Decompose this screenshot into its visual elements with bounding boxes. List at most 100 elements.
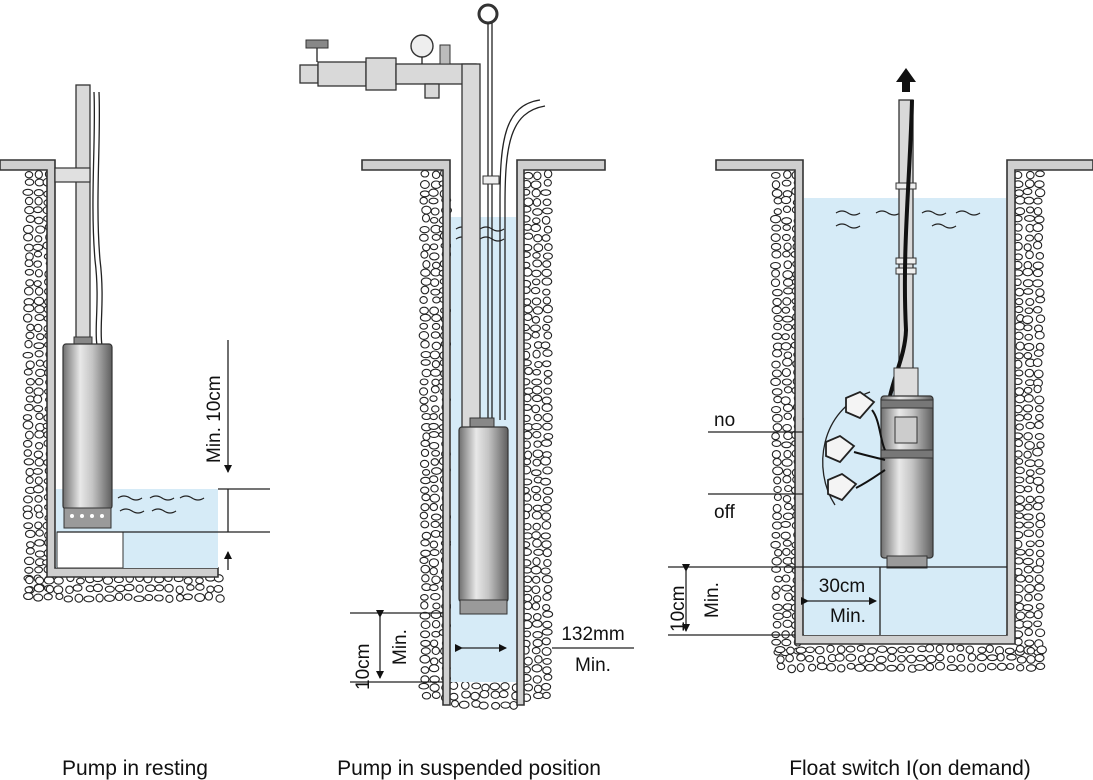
- gravel-stone: [24, 171, 34, 179]
- gravel-stone: [781, 458, 793, 467]
- gravel-stone: [543, 387, 553, 395]
- gravel-stone: [35, 511, 44, 519]
- gravel-stone: [773, 315, 783, 322]
- gravel-stone: [1024, 639, 1035, 647]
- gravel-stone: [774, 646, 786, 654]
- gravel-stone: [781, 333, 790, 341]
- gravel-stone: [25, 547, 35, 555]
- gravel-stone: [772, 457, 782, 466]
- gravel-stone: [531, 619, 543, 628]
- gravel-stone: [420, 268, 431, 277]
- gravel-stone: [543, 585, 553, 594]
- gravel-stone: [523, 387, 534, 395]
- gravel-stone: [772, 288, 783, 297]
- eye-bolt-icon: [477, 3, 499, 25]
- gravel-stone: [25, 279, 35, 287]
- gravel-stone: [1024, 368, 1035, 378]
- gravel-stone: [1014, 466, 1025, 475]
- gravel-stone: [1014, 287, 1025, 297]
- gravel-stone: [783, 386, 793, 394]
- gravel-stone: [1015, 341, 1025, 351]
- gravel-stone: [542, 604, 551, 612]
- side-value-3: 30cm: [819, 576, 865, 597]
- gravel-stone: [915, 654, 927, 662]
- gravel-stone: [1033, 610, 1043, 620]
- gravel-stone: [1035, 528, 1044, 538]
- gravel-stone: [771, 521, 783, 530]
- well-wall-2-left: [361, 159, 451, 706]
- gravel-stone: [542, 304, 553, 314]
- gravel-stone: [24, 268, 35, 276]
- gravel-stone: [470, 691, 480, 701]
- gravel-stone: [771, 180, 781, 190]
- gravel-stone: [206, 585, 215, 594]
- gravel-stone: [771, 250, 782, 259]
- gravel-stone: [774, 548, 783, 557]
- gravel-stone: [524, 366, 533, 376]
- gravel-stone: [1034, 395, 1045, 405]
- gravel-stone: [544, 243, 553, 252]
- gravel-stone: [92, 583, 103, 593]
- gravel-stone: [1034, 459, 1044, 468]
- gravel-stone: [772, 413, 783, 423]
- gravel-stone: [532, 449, 544, 459]
- gravel-stone: [25, 395, 35, 403]
- gravel-stone: [532, 368, 542, 376]
- gravel-stone: [1022, 315, 1034, 325]
- gravel-stone: [1022, 513, 1034, 521]
- gravel-stone: [523, 575, 533, 584]
- gravel-stone: [523, 601, 533, 611]
- gravel-stone: [24, 586, 34, 594]
- gravel-stone: [531, 297, 542, 306]
- gravel-stone: [429, 683, 440, 692]
- gravel-stone: [33, 593, 44, 602]
- gravel-stone: [946, 664, 958, 672]
- gravel-stone: [543, 673, 553, 681]
- gravel-stone: [430, 609, 442, 620]
- gravel-stone: [1023, 432, 1033, 441]
- gravel-stone: [1025, 206, 1035, 214]
- gravel-stone: [418, 682, 430, 690]
- gravel-stone: [523, 683, 534, 692]
- gravel-stone: [194, 593, 206, 602]
- gravel-stone: [770, 214, 782, 224]
- gravel-stone: [532, 217, 541, 225]
- gravel-stone: [1034, 433, 1045, 440]
- gravel-stone: [966, 663, 976, 673]
- gravel-stone: [530, 485, 541, 494]
- base-block: [56, 531, 124, 569]
- gravel-stone: [1015, 611, 1026, 621]
- gravel-stone: [154, 594, 164, 602]
- gravel-stone: [431, 405, 440, 413]
- gravel-stone: [771, 332, 783, 340]
- gravel-stone: [33, 206, 43, 214]
- gravel-stone: [419, 611, 431, 620]
- gravel-stone: [1035, 519, 1046, 529]
- gravel-stone: [431, 313, 442, 323]
- gravel-stone: [845, 653, 857, 662]
- gravel-stone: [35, 576, 45, 585]
- gravel-stone: [498, 690, 509, 699]
- gravel-stone: [34, 442, 44, 450]
- gravel-stone: [542, 288, 551, 296]
- gravel-stone: [195, 583, 205, 591]
- gravel-stone: [1016, 655, 1027, 664]
- gravel-stone: [771, 224, 782, 232]
- gravel-stone: [1035, 170, 1045, 178]
- gravel-stone: [22, 420, 34, 430]
- gravel-stone: [422, 260, 431, 269]
- gravel-stone: [772, 603, 783, 612]
- gravel-right-wall-2: [520, 169, 554, 702]
- min-gap-label-1: Min. 10cm: [204, 375, 225, 463]
- gravel-right-wall-3: [1012, 170, 1046, 657]
- gravel-stone: [1014, 297, 1024, 306]
- gravel-stone: [1034, 420, 1044, 430]
- gravel-stone: [533, 243, 544, 253]
- gravel-stone: [420, 549, 431, 557]
- gravel-stone: [1034, 180, 1045, 189]
- gravel-stone: [886, 664, 898, 672]
- gravel-stone: [430, 484, 439, 493]
- gravel-stone: [771, 592, 780, 600]
- gravel-stone: [1014, 602, 1025, 612]
- gravel-stone: [1034, 574, 1044, 584]
